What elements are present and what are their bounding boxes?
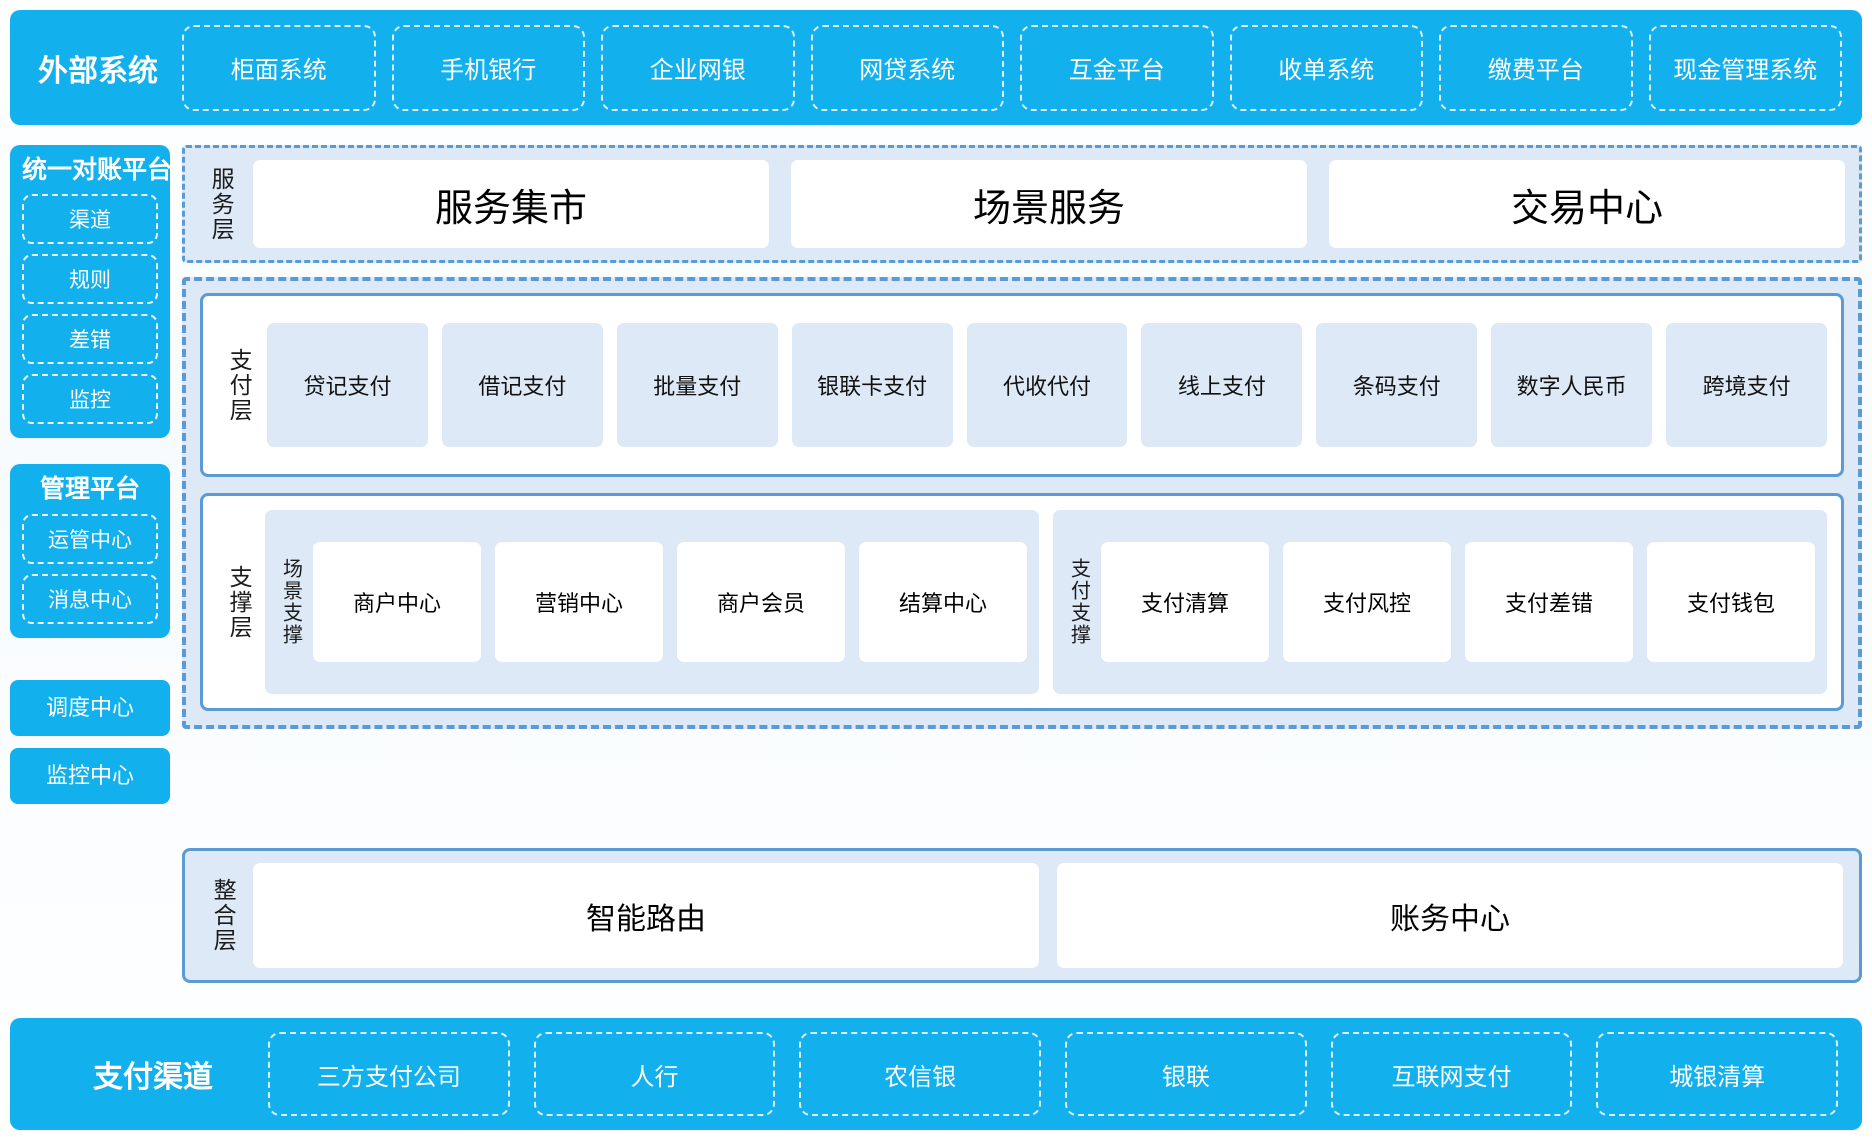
payment-item-online[interactable]: 线上支付 — [1141, 323, 1303, 447]
service-item-transaction-center[interactable]: 交易中心 — [1329, 160, 1845, 248]
integration-layer-panel: 整合层 智能路由 账务中心 — [182, 848, 1862, 983]
unified-reconciliation-platform: 统一对账平台 渠道 规则 差错 监控 — [10, 145, 173, 439]
payment-item-cross-border[interactable]: 跨境支付 — [1666, 323, 1828, 447]
payment-channels-list: 三方支付公司 人行 农信银 银联 互联网支付 城银清算 — [268, 1032, 1839, 1116]
support-item-settlement-center[interactable]: 结算中心 — [859, 542, 1027, 662]
payment-layer-panel: 支付层 贷记支付 借记支付 批量支付 银联卡支付 代收代付 线上支付 条码支付 … — [200, 293, 1844, 477]
core-layers-group: 支付层 贷记支付 借记支付 批量支付 银联卡支付 代收代付 线上支付 条码支付 … — [182, 277, 1862, 729]
support-item-payment-riskcontrol[interactable]: 支付风控 — [1283, 542, 1451, 662]
external-system-item[interactable]: 现金管理系统 — [1648, 24, 1842, 111]
external-systems-title: 外部系统 — [38, 54, 158, 88]
payment-item-unionpay-card[interactable]: 银联卡支付 — [791, 323, 953, 447]
integration-layer-label: 整合层 — [210, 878, 237, 953]
support-layer-row: 支撑层 场景支撑 商户中心 营销中心 商户会员 结算中心 — [217, 510, 1827, 694]
external-systems-bar: 外部系统 柜面系统 手机银行 企业网银 网贷系统 互金平台 收单系统 缴费平台 … — [10, 10, 1862, 125]
external-system-item[interactable]: 柜面系统 — [182, 24, 376, 111]
support-layer-label: 支撑层 — [226, 564, 253, 640]
recon-item-error[interactable]: 差错 — [22, 314, 158, 365]
external-system-item[interactable]: 网贷系统 — [810, 24, 1004, 111]
payment-channels-title: 支付渠道 — [93, 1061, 213, 1094]
payment-channel-item[interactable]: 人行 — [533, 1032, 776, 1116]
recon-item-rule[interactable]: 规则 — [22, 254, 158, 305]
service-item-scenario[interactable]: 场景服务 — [791, 160, 1307, 248]
support-layer-panel: 支撑层 场景支撑 商户中心 营销中心 商户会员 结算中心 — [200, 493, 1844, 711]
external-system-item[interactable]: 企业网银 — [601, 24, 795, 111]
external-system-item[interactable]: 缴费平台 — [1439, 24, 1633, 111]
payment-channel-item[interactable]: 银联 — [1065, 1032, 1307, 1116]
recon-item-channel[interactable]: 渠道 — [22, 194, 158, 245]
payment-channel-item[interactable]: 城银清算 — [1596, 1032, 1839, 1116]
payment-support-group: 支付支撑 支付清算 支付风控 支付差错 支付钱包 — [1053, 510, 1827, 694]
payment-support-items: 支付清算 支付风控 支付差错 支付钱包 — [1101, 542, 1815, 662]
payment-channel-item[interactable]: 三方支付公司 — [268, 1032, 510, 1116]
layers-column: 服务层 服务集市 场景服务 交易中心 支付层 贷记支付 借记支付 批量支付 — [182, 145, 1862, 729]
integration-item-accounting-center[interactable]: 账务中心 — [1057, 863, 1843, 968]
external-system-item[interactable]: 手机银行 — [391, 24, 585, 111]
support-item-marketing-center[interactable]: 营销中心 — [495, 542, 663, 662]
payment-channels-bar: 支付渠道 三方支付公司 人行 农信银 银联 互联网支付 城银清算 — [10, 1018, 1862, 1130]
payment-layer-label: 支付层 — [226, 347, 253, 423]
integration-layer-items: 智能路由 账务中心 — [253, 863, 1843, 968]
payment-item-barcode[interactable]: 条码支付 — [1316, 323, 1478, 447]
payment-support-label: 支付支撑 — [1067, 558, 1090, 646]
monitoring-center[interactable]: 监控中心 — [10, 747, 170, 804]
left-platform-column: 统一对账平台 渠道 规则 差错 监控 管理平台 运管中心 消息中心 调度中心 监… — [10, 145, 173, 816]
service-layer-label: 服务层 — [208, 166, 235, 242]
support-item-merchant-member[interactable]: 商户会员 — [677, 542, 845, 662]
external-system-item[interactable]: 互金平台 — [1020, 24, 1214, 111]
support-item-payment-wallet[interactable]: 支付钱包 — [1647, 542, 1815, 662]
support-item-merchant-center[interactable]: 商户中心 — [313, 542, 481, 662]
external-systems-list: 柜面系统 手机银行 企业网银 网贷系统 互金平台 收单系统 缴费平台 现金管理系… — [182, 24, 1842, 111]
payment-item-batch[interactable]: 批量支付 — [616, 323, 778, 447]
payment-layer-row: 支付层 贷记支付 借记支付 批量支付 银联卡支付 代收代付 线上支付 条码支付 … — [217, 308, 1828, 462]
mgmt-item-operations-center[interactable]: 运管中心 — [22, 513, 158, 564]
payment-item-debit[interactable]: 借记支付 — [441, 323, 603, 447]
support-item-payment-error[interactable]: 支付差错 — [1465, 542, 1633, 662]
management-platform: 管理平台 运管中心 消息中心 — [10, 464, 170, 638]
management-platform-title: 管理平台 — [39, 475, 140, 504]
payment-layer-items: 贷记支付 借记支付 批量支付 银联卡支付 代收代付 线上支付 条码支付 数字人民… — [267, 308, 1828, 462]
support-layer-groups: 场景支撑 商户中心 营销中心 商户会员 结算中心 支付支撑 支付清算 — [265, 510, 1827, 694]
scenario-support-label: 场景支撑 — [279, 558, 302, 646]
scheduling-center[interactable]: 调度中心 — [10, 679, 170, 736]
service-layer-group: 服务层 服务集市 场景服务 交易中心 — [182, 145, 1862, 263]
scenario-support-group: 场景支撑 商户中心 营销中心 商户会员 结算中心 — [265, 510, 1039, 694]
scenario-support-items: 商户中心 营销中心 商户会员 结算中心 — [313, 542, 1027, 662]
service-item-marketplace[interactable]: 服务集市 — [253, 160, 769, 248]
payment-channel-item[interactable]: 互联网支付 — [1330, 1032, 1573, 1116]
external-system-item[interactable]: 收单系统 — [1229, 24, 1423, 111]
support-item-payment-clearing[interactable]: 支付清算 — [1101, 542, 1269, 662]
service-layer-row: 服务层 服务集市 场景服务 交易中心 — [199, 160, 1845, 248]
integration-item-smart-routing[interactable]: 智能路由 — [253, 863, 1039, 968]
payment-item-collection-payment[interactable]: 代收代付 — [966, 323, 1128, 447]
payment-item-digital-rmb[interactable]: 数字人民币 — [1491, 323, 1653, 447]
payment-item-credit[interactable]: 贷记支付 — [267, 323, 428, 447]
mgmt-item-message-center[interactable]: 消息中心 — [22, 573, 158, 624]
recon-item-monitor[interactable]: 监控 — [22, 374, 158, 425]
payment-channel-item[interactable]: 农信银 — [799, 1032, 1042, 1116]
unified-reconciliation-platform-title: 统一对账平台 — [22, 156, 173, 184]
service-layer-items: 服务集市 场景服务 交易中心 — [253, 160, 1845, 248]
